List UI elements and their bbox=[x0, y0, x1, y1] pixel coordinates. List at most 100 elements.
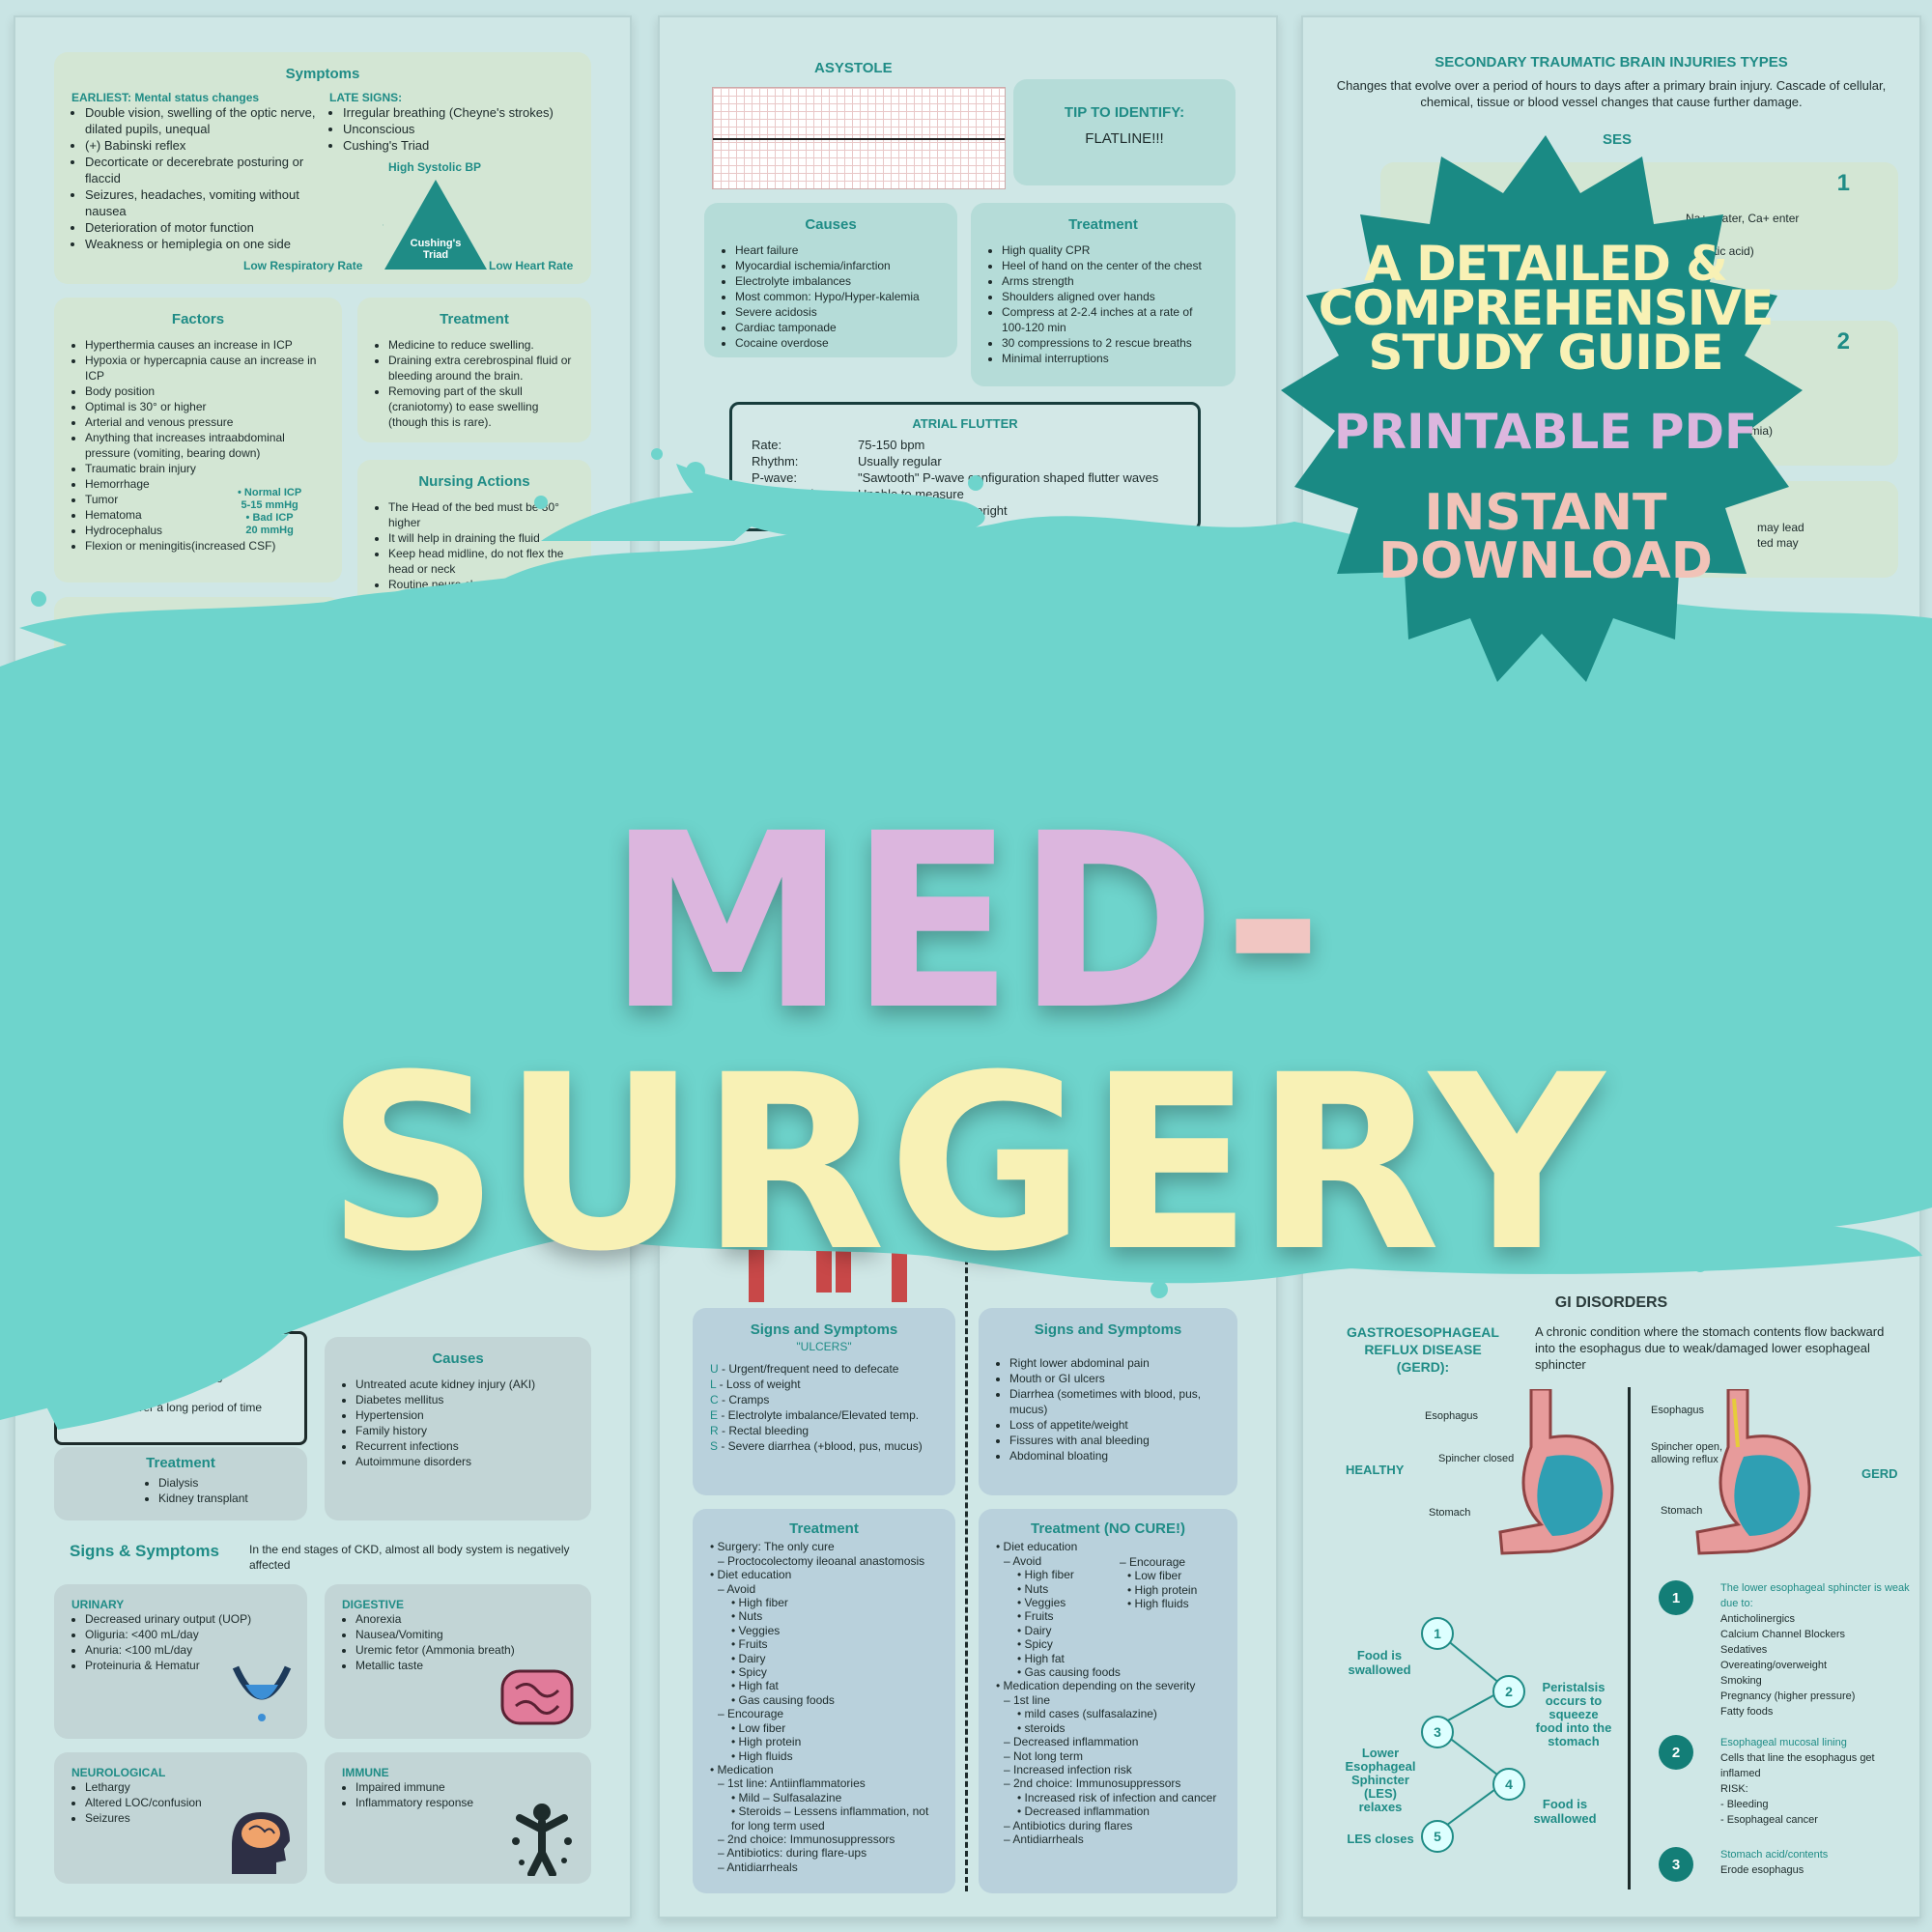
immune-item: Impaired immune bbox=[355, 1779, 574, 1795]
flow-step-1: 1 bbox=[1421, 1617, 1454, 1650]
treatment-line: • Surgery: The only cure bbox=[710, 1540, 835, 1554]
flow-label-swallowed: Food is swallowed bbox=[1348, 1648, 1411, 1677]
cd-ss-item: Loss of appetite/weight bbox=[1009, 1417, 1220, 1433]
brain-head-icon bbox=[232, 1812, 290, 1874]
ulcers-letter: S bbox=[710, 1439, 719, 1453]
factor-item: Anything that increases intraabdominal p… bbox=[85, 430, 325, 461]
ulcers-letter: U bbox=[710, 1362, 719, 1376]
treatment-line: • Gas causing foods bbox=[1017, 1665, 1121, 1680]
vertical-divider bbox=[1628, 1387, 1631, 1889]
ckd-causes-title: Causes bbox=[432, 1350, 484, 1367]
digestive-item: Metallic taste bbox=[355, 1658, 574, 1673]
factor-item: Arterial and venous pressure bbox=[85, 414, 325, 430]
medication-item: Barbitua bbox=[85, 637, 325, 652]
treatment-item: Compress at 2-2.4 inches at a rate of 10… bbox=[1002, 304, 1218, 335]
cause-1-item: Fatty foods bbox=[1720, 1706, 1774, 1718]
cause-2-item: - Esophageal cancer bbox=[1720, 1814, 1818, 1826]
urinary-item: Anuria: <100 mL/day bbox=[85, 1642, 290, 1658]
cd-ss-item: Abdominal bloating bbox=[1009, 1448, 1220, 1463]
immune-item: Inflammatory response bbox=[355, 1795, 574, 1810]
treatment-line: • Fruits bbox=[731, 1637, 768, 1652]
treatment-item: Minimal interruptions bbox=[1002, 351, 1218, 366]
factor-item: Tumor bbox=[85, 492, 325, 507]
treatment-line: • High fluids bbox=[731, 1748, 793, 1763]
gerd-side-label: GERD bbox=[1861, 1466, 1898, 1481]
flutter-value: "Sawtooth" P-wave configuration shaped f… bbox=[858, 470, 1159, 485]
cause-item: Diabetes mellitus bbox=[355, 1392, 574, 1407]
late-item: Unconscious bbox=[343, 121, 581, 137]
ckd-ss-note: In the end stages of CKD, almost all bod… bbox=[249, 1543, 570, 1572]
flow-step-2: 2 bbox=[1492, 1675, 1525, 1708]
symptoms-card: Symptoms EARLIEST: Mental status changes… bbox=[54, 52, 591, 284]
cause-item: Myocardial ischemia/infarction bbox=[735, 258, 940, 273]
stomach-label: Stomach bbox=[1429, 1507, 1471, 1519]
title-med: MED bbox=[607, 781, 1223, 1063]
treatment-line: – 2nd choice: Immunosuppressors bbox=[718, 1832, 895, 1846]
cause-number-3: 3 bbox=[1659, 1847, 1693, 1882]
factors-card: Factors Hyperthermia causes an increase … bbox=[54, 298, 342, 582]
flow-label-les-relaxes: Lower Esophageal Sphincter (LES) relaxes bbox=[1345, 1746, 1416, 1814]
symptom-item: Weakness or hemiplegia on one side bbox=[85, 236, 323, 252]
treatment-line: – Not long term bbox=[1004, 1748, 1084, 1763]
title-surgery: SURGERY bbox=[326, 1023, 1606, 1304]
cause-number-2: 2 bbox=[1659, 1735, 1693, 1770]
factor-item: Traumatic brain injury bbox=[85, 461, 325, 476]
badge-printable-pdf: PRINTABLE PDF bbox=[1333, 404, 1758, 460]
cd-encourage: • High fluids bbox=[1127, 1597, 1189, 1611]
patho-line: occurs over a long period of time bbox=[94, 1401, 263, 1414]
treatment-line: • Spicy bbox=[731, 1665, 767, 1680]
treatment-line: – Avoid bbox=[1004, 1553, 1042, 1568]
cause-item: Most common: Hypo/Hyper-kalemia bbox=[735, 289, 940, 304]
treatment-line: • High fat bbox=[1017, 1651, 1065, 1665]
factor-item: Optimal is 30° or higher bbox=[85, 399, 325, 414]
treatment-line: • Medication depending on the severity bbox=[996, 1679, 1196, 1693]
treatment-line: • Gas causing foods bbox=[731, 1692, 835, 1707]
treatment-item: 30 compressions to 2 rescue breaths bbox=[1002, 335, 1218, 351]
nursing-item: Routine neuro checks, GCS bbox=[388, 577, 574, 592]
tify-label: TIFY: bbox=[1143, 566, 1176, 582]
cause-item: Heart failure bbox=[735, 242, 940, 258]
treatment-line: • Diet education bbox=[710, 1568, 792, 1582]
treatment-item: High quality CPR bbox=[1002, 242, 1218, 258]
cd-ss-item: Right lower abdominal pain bbox=[1009, 1355, 1220, 1371]
ckd-treatment-title: Treatment bbox=[146, 1455, 215, 1471]
treatment-item: Heel of hand on the center of the chest bbox=[1002, 258, 1218, 273]
cd-encourage: – Encourage bbox=[1120, 1555, 1186, 1569]
phase-1-number: 1 bbox=[1836, 170, 1850, 196]
treatment-line: – Decreased inflammation bbox=[1004, 1735, 1139, 1749]
cd-signs-card: Signs and Symptoms Right lower abdominal… bbox=[979, 1308, 1237, 1495]
cd-encourage: • Low fiber bbox=[1127, 1569, 1182, 1583]
symptom-item: Double vision, swelling of the optic ner… bbox=[85, 104, 323, 137]
cause-2-title: Esophageal mucosal lining bbox=[1720, 1737, 1847, 1748]
triad-left: Low Respiratory Rate bbox=[243, 259, 363, 272]
ulcers-text: - Loss of weight bbox=[716, 1378, 801, 1391]
flutter-key: Rhythm: bbox=[752, 454, 799, 469]
nursing-item: The Head of the bed must be 30° higher bbox=[388, 499, 574, 530]
cause-1-title: The lower esophageal sphincter is weak d… bbox=[1720, 1582, 1910, 1609]
uc-signs-card: Signs and Symptoms "ULCERS" U - Urgent/f… bbox=[693, 1308, 955, 1495]
uc-ss-subtitle: "ULCERS" bbox=[796, 1340, 852, 1353]
treatment-line: – Antidiarrheals bbox=[718, 1860, 798, 1874]
flutter-value: Usually normal and upright bbox=[858, 503, 1008, 518]
cause-1-item: Sedatives bbox=[1720, 1644, 1768, 1656]
symptom-item: Decorticate or decerebrate posturing or … bbox=[85, 154, 323, 186]
badge-line-detailed: A DETAILED & bbox=[1364, 236, 1728, 292]
cause-number-1: 1 bbox=[1659, 1580, 1693, 1615]
treatment-item: Shoulders aligned over hands bbox=[1002, 289, 1218, 304]
uc-treatment-list: • Surgery: The only cure– Proctocolectom… bbox=[710, 1540, 938, 1874]
flutter-key: PR Interval: bbox=[752, 487, 817, 501]
cause-item: Autoimmune disorders bbox=[355, 1454, 574, 1469]
tbi-intro: Changes that evolve over a period of hou… bbox=[1336, 78, 1887, 109]
treatment-line: • Mild – Sulfasalazine bbox=[731, 1790, 842, 1804]
cause-3-item: Erode esophagus bbox=[1720, 1864, 1804, 1876]
flow-step-3: 3 bbox=[1421, 1716, 1454, 1748]
flutter-value: Usually regular bbox=[858, 454, 942, 469]
treatment-line: • High fiber bbox=[731, 1596, 788, 1610]
healthy-stomach-illustration bbox=[1498, 1389, 1614, 1555]
treatment-line: – Antidiarrheals bbox=[1004, 1832, 1084, 1846]
symptom-item: Deterioration of motor function bbox=[85, 219, 323, 236]
causes-title: Causes bbox=[805, 216, 857, 233]
treatment-item: Removing part of the skull (craniotomy) … bbox=[388, 384, 574, 430]
spincher-closed-label: Spincher closed bbox=[1438, 1453, 1515, 1464]
treatment-line: – Increased infection risk bbox=[1004, 1762, 1132, 1776]
